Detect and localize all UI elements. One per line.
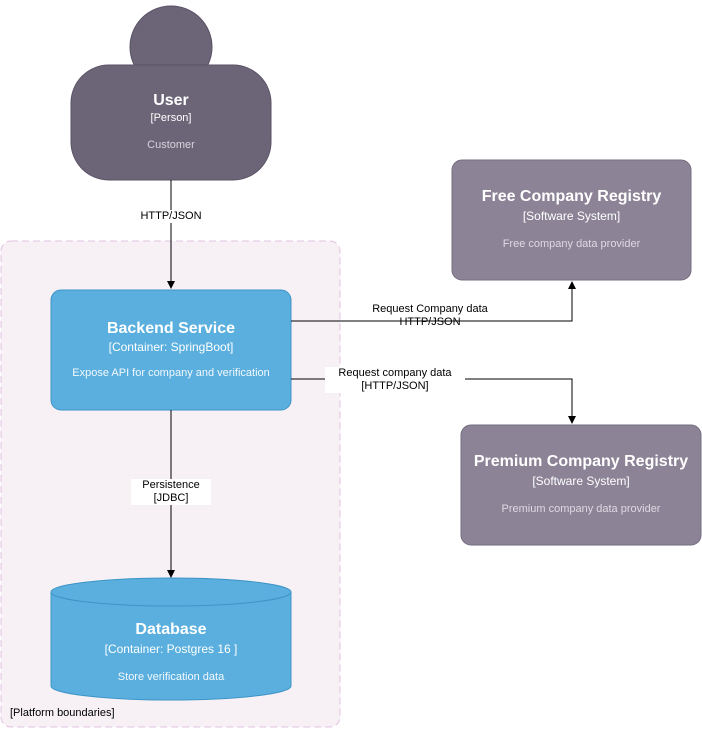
free-company-registry-box[interactable] xyxy=(451,159,692,281)
edge-label-backend-db-1: Persistence xyxy=(131,479,211,492)
backend-description: Expose API for company and verification xyxy=(72,367,270,379)
database-body xyxy=(50,592,292,701)
boundary-label: [Platform boundaries] xyxy=(10,707,115,719)
premium-registry-title: Premium Company Registry xyxy=(473,453,689,470)
backend-type: [Container: SpringBoot] xyxy=(108,340,234,354)
free-registry-title: Free Company Registry xyxy=(481,188,662,205)
user-title: User xyxy=(153,92,189,109)
edge-label-backend-premium-2: [HTTP/JSON] xyxy=(325,380,465,393)
database-top xyxy=(50,577,292,607)
premium-registry-description: Premium company data provider xyxy=(501,503,661,515)
edge-label-backend-free-1: Request Company data xyxy=(360,303,500,316)
edge-label-backend-db-2: [JDBC] xyxy=(131,492,211,505)
backend-title: Backend Service xyxy=(106,320,236,337)
user-description: Customer xyxy=(147,139,195,151)
premium-registry-type: [Software System] xyxy=(532,474,630,488)
user-person-shape[interactable] xyxy=(70,5,272,181)
edge-label-user-backend: HTTP/JSON xyxy=(131,210,211,223)
free-registry-description: Free company data provider xyxy=(502,238,641,250)
database-title: Database xyxy=(135,621,207,638)
database-type: [Container: Postgres 16 ] xyxy=(104,642,238,656)
user-type: [Person] xyxy=(150,112,192,124)
free-registry-type: [Software System] xyxy=(522,209,621,223)
edge-backend-free-registry xyxy=(291,281,576,322)
edge-label-backend-premium-1: Request company data xyxy=(325,367,465,380)
edge-label-backend-free-2: HTTP/JSON xyxy=(399,316,461,328)
database-cylinder[interactable] xyxy=(50,577,292,701)
premium-company-registry-box[interactable] xyxy=(460,424,702,546)
database-description: Store verification data xyxy=(117,671,225,683)
